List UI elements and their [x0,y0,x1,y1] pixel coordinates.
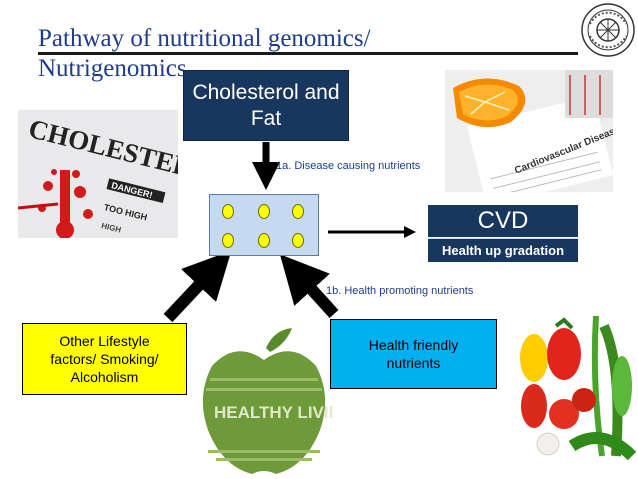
lifestyle-factors-label: Other Lifestyle factors/ Smoking/ Alcoho… [50,333,159,385]
lifestyle-factors-box: Other Lifestyle factors/ Smoking/ Alcoho… [22,323,187,395]
cell-dot [292,204,304,219]
health-friendly-nutrients-box: Health friendly nutrients [330,319,497,389]
university-seal-logo [581,3,635,57]
healthy-living-apple-image: HEALTHY LIVING [196,326,332,479]
vegetables-image [512,306,638,472]
health-friendly-nutrients-label: Health friendly nutrients [368,337,459,371]
note-disease-causing: 1a. Disease causing nutrients [276,160,421,172]
slide-title: Pathway of nutritional genomics/ Nutrige… [38,25,371,82]
healthy-living-word: HEALTHY LIVING [214,403,332,422]
health-up-gradation-label: Health up gradation [428,238,578,262]
cvd-box: CVD [428,205,578,237]
arrow-lifestyle-to-cell [163,250,232,323]
title-divider [38,52,578,55]
cholesterol-thermometer-image: CHOLESTEROL DANGER! TOO HIGH HIGH [18,110,178,238]
cholesterol-fat-box: Cholesterol and Fat [183,70,349,141]
orange-cvd-paper-image: Cardiovascular Disease [445,70,613,192]
cell-dot [258,204,270,219]
note-health-promoting: 1b. Health promoting nutrients [326,285,474,297]
cell-dot [222,233,234,248]
cell-dot [222,204,234,219]
cell-dot [258,233,270,248]
cell-dot [292,233,304,248]
cholesterol-fat-label: Cholesterol and Fat [192,80,340,130]
